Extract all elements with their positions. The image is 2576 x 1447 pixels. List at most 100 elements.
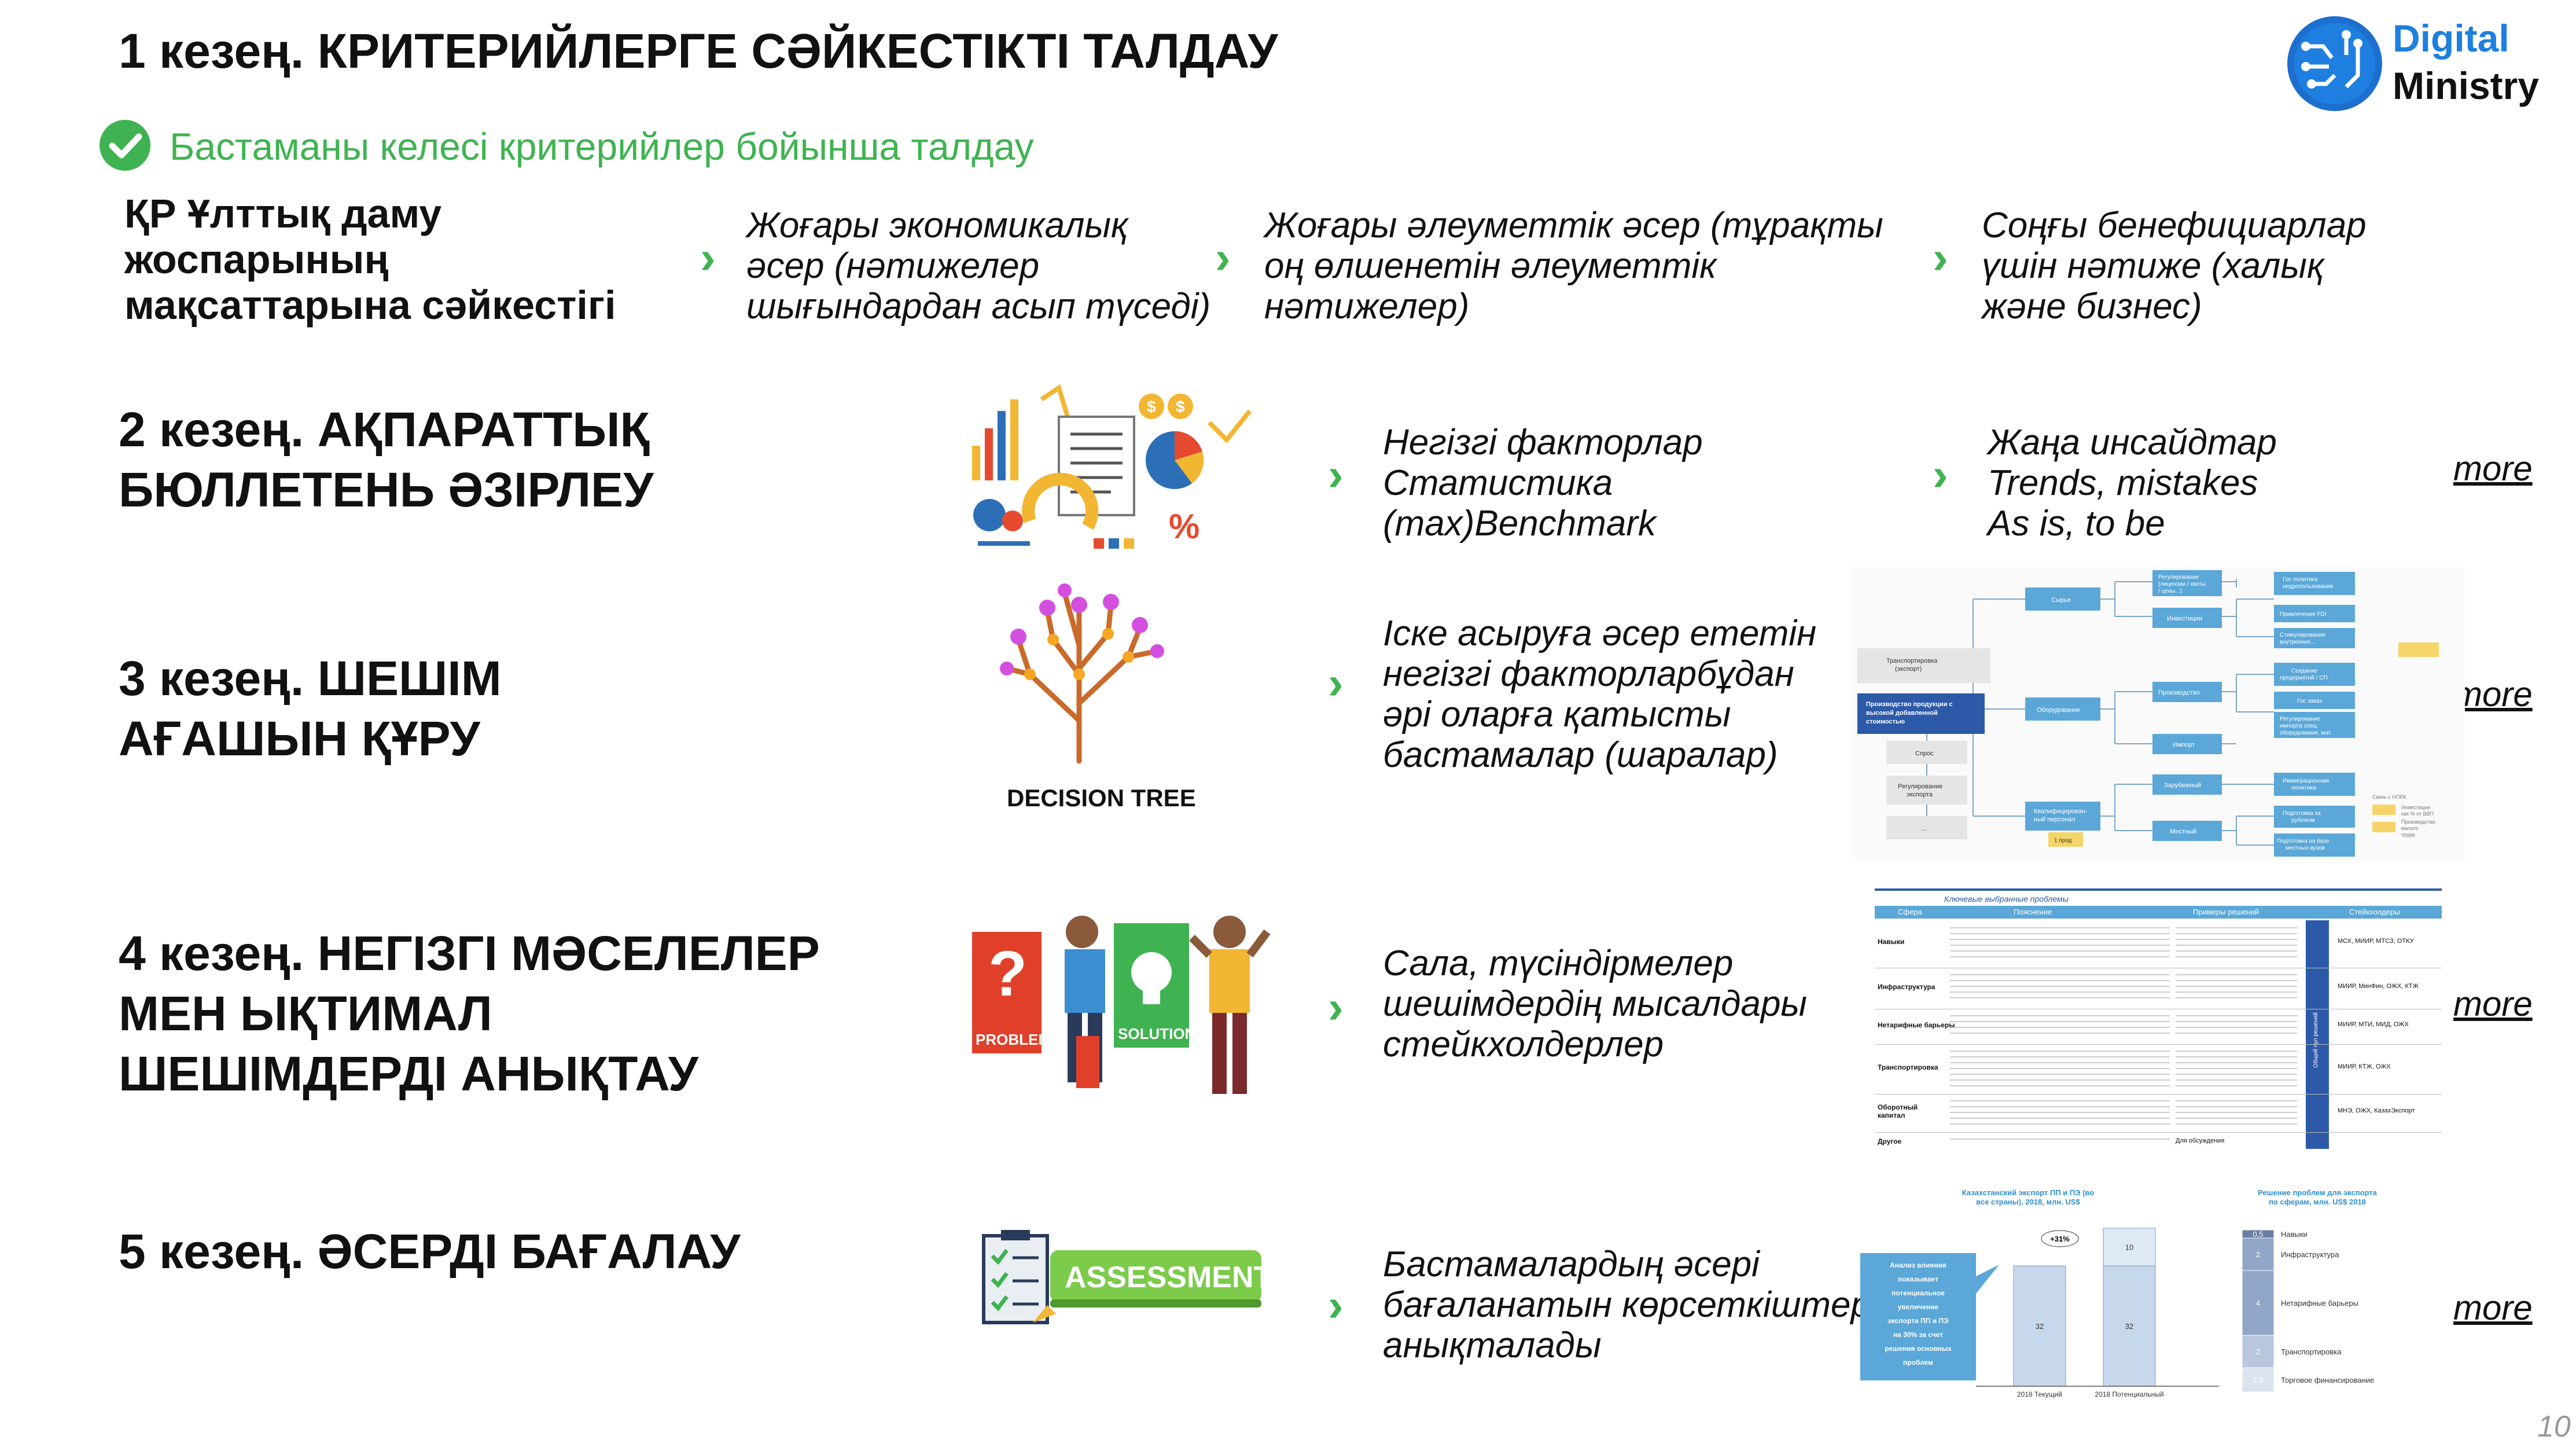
table-cell-stake: МИИР, КТЖ, ОЖХ <box>2338 1063 2391 1070</box>
page-number: 10 <box>2537 1410 2571 1444</box>
stage4-more-link[interactable]: more <box>2453 985 2533 1023</box>
text-line: негізгі факторларбұдан <box>1383 654 1794 695</box>
tree-sub-node: Регулирование(лицензии / квоты/ цены...) <box>2158 574 2206 594</box>
assessment-label: ASSESSMENT <box>1065 1261 1272 1294</box>
table-cell-text <box>2176 1015 2297 1038</box>
stage1-criterion-beneficiaries: Соңғы бенефициарлар үшін нәтиже (халық ж… <box>1982 205 2367 327</box>
tree-sub-node: Инвестиции <box>2167 615 2202 622</box>
stage4-line: ШЕШІМДЕРДІ АНЫҚТАУ <box>119 1046 698 1101</box>
text-line: Trends, mistakes <box>1988 463 2258 504</box>
text-line: As is, to be <box>1988 504 2165 544</box>
table-cell-sphere: Оборотный капитал <box>1878 1103 1918 1119</box>
solution-sign-label: SOLUTION <box>1118 1025 1195 1042</box>
assessment-illustration: ASSESSMENT <box>978 1230 1272 1337</box>
table-cell-stake: Для обсуждения <box>2176 1137 2225 1144</box>
stage2-heading: 2 кезең. АҚПАРАТТЫҚ БЮЛЛЕТЕНЬ ӘЗІРЛЕУ <box>119 399 653 520</box>
table-row: Транспортировка МИИР, КТЖ, ОЖХ <box>1875 1045 2442 1095</box>
table-side-band <box>2306 920 2329 1149</box>
text-line: Негізгі факторлар <box>1383 423 1703 462</box>
text-line: (max)Benchmark <box>1383 504 1656 544</box>
tree-sub-node: Производство <box>2158 689 2200 696</box>
stage3-line: АҒАШЫН ҚҰРУ <box>119 711 480 766</box>
stage5-heading: 5 кезең. ӘСЕРДІ БАҒАЛАУ <box>119 1221 740 1281</box>
decision-tree-illustration <box>984 576 1175 767</box>
text-line: және бизнес) <box>1982 287 2202 327</box>
stage4-heading: 4 кезең. НЕГІЗГІ МӘСЕЛЕЛЕР МЕН ЫҚТИМАЛ Ш… <box>119 923 820 1104</box>
text-line: Сала, түсіндірмелер <box>1383 943 1734 983</box>
table-cell-text <box>1950 1051 2170 1086</box>
chevron-right-icon: › <box>1328 657 1344 708</box>
text-line: анықталады <box>1383 1325 1602 1366</box>
text-line: Бастамалардың әсері <box>1383 1244 1760 1284</box>
chevron-right-icon: › <box>1933 232 1948 283</box>
table-row: Навыки МСХ, МИИР, МТСЗ, ОТКУ <box>1875 920 2442 968</box>
bar-value-label: 32 <box>2036 1322 2044 1331</box>
chevron-right-icon: › <box>1933 449 1948 500</box>
table-cell-text <box>2176 1100 2297 1126</box>
table-row: Другое Для обсуждения <box>1875 1133 2442 1150</box>
svg-text:$: $ <box>1147 398 1156 416</box>
breakdown-segment <box>2242 1270 2275 1336</box>
problems-table-thumbnail: Ключевые выбранные проблемы Сфера Поясне… <box>1875 888 2442 1158</box>
digital-ministry-logo: Digital Ministry <box>2283 12 2560 116</box>
stage4-line: МЕН ЫҚТИМАЛ <box>119 986 492 1041</box>
category-label: 2018 Потенциальный <box>2095 1390 2163 1398</box>
bar-value-label: 10 <box>2125 1243 2133 1252</box>
stage3-more-link[interactable]: more <box>2453 675 2533 714</box>
table-cell-stake: МИИР, МТИ, МИД, ОЖХ <box>2338 1021 2409 1028</box>
tree-mid-node: Квалифицирован-ный персонал <box>2034 808 2088 823</box>
stage1-criterion-economic: Жоғары экономикалық әсер (нәтижелер шығы… <box>746 205 1210 327</box>
table-cell-text <box>2176 974 2297 1002</box>
breakdown-value-label: 2 <box>2256 1250 2260 1259</box>
text-line: Соңғы бенефициарлар <box>1982 205 2367 245</box>
text-line: Іске асыруға әсер ететін <box>1383 614 1817 653</box>
stage2-line: 2 кезең. АҚПАРАТТЫҚ <box>119 402 650 457</box>
table-header-row: Сфера Пояснение Примеры решений Стейкхол… <box>1875 906 2442 919</box>
logo-text-line2: Ministry <box>2393 64 2540 107</box>
table-header-cell: Примеры решений <box>2193 908 2259 916</box>
table-cell-text <box>1950 1015 2170 1038</box>
breakdown-category-label: Транспортировка <box>2281 1347 2342 1356</box>
stage5-more-link[interactable]: more <box>2453 1288 2533 1327</box>
text-line: стейкхолдерлер <box>1383 1024 1664 1065</box>
stage1-line: мақсаттарына сәйкестігі <box>124 282 616 328</box>
stage1-line: жоспарының <box>124 237 389 282</box>
chevron-right-icon: › <box>1215 232 1231 283</box>
chevron-right-icon: › <box>1328 981 1344 1033</box>
chevron-right-icon: › <box>1328 1279 1344 1331</box>
stage4-line: 4 кезең. НЕГІЗГІ МӘСЕЛЕЛЕР <box>119 926 820 980</box>
table-row: Инфраструктура МИИР, МинФин, ОЖХ, КТЖ <box>1875 968 2442 1009</box>
table-header-cell: Сфера <box>1898 908 1922 916</box>
text-line: бағаланатын көрсеткіштер <box>1383 1285 1871 1325</box>
breakdown-category-label: Навыки <box>2281 1230 2308 1239</box>
stage1-line: ҚР Ұлттық даму <box>124 191 442 236</box>
stage5-line: 5 кезең. ӘСЕРДІ БАҒАЛАУ <box>119 1224 741 1279</box>
bar <box>2103 1228 2156 1266</box>
table-row: Нетарифные барьеры МИИР, МТИ, МИД, ОЖХ <box>1875 1009 2442 1045</box>
text-line: үшін нәтиже (халық <box>1982 246 2324 287</box>
check-circle-icon <box>98 119 152 172</box>
chevron-right-icon: › <box>700 232 716 283</box>
breakdown-value-label: 2 <box>2256 1347 2260 1356</box>
logo-text-line1: Digital <box>2393 17 2509 60</box>
table-cell-sphere: Другое <box>1878 1137 1902 1145</box>
stage3-heading: 3 кезең. ШЕШІМ АҒАШЫН ҚҰРУ <box>119 648 502 769</box>
stage3-line: 3 кезең. ШЕШІМ <box>119 651 502 706</box>
text-line: Статистика <box>1383 463 1613 504</box>
stage2-more-link[interactable]: more <box>2453 449 2533 488</box>
tree-sub-node: Зарубежный <box>2164 782 2201 789</box>
breakdown-value-label: 4 <box>2256 1299 2260 1308</box>
chevron-right-icon: › <box>1328 449 1344 500</box>
text-line: әрі оларға қатысты <box>1383 695 1731 735</box>
table-top-rule <box>1875 888 2442 891</box>
table-cell-text <box>1950 974 2170 1002</box>
